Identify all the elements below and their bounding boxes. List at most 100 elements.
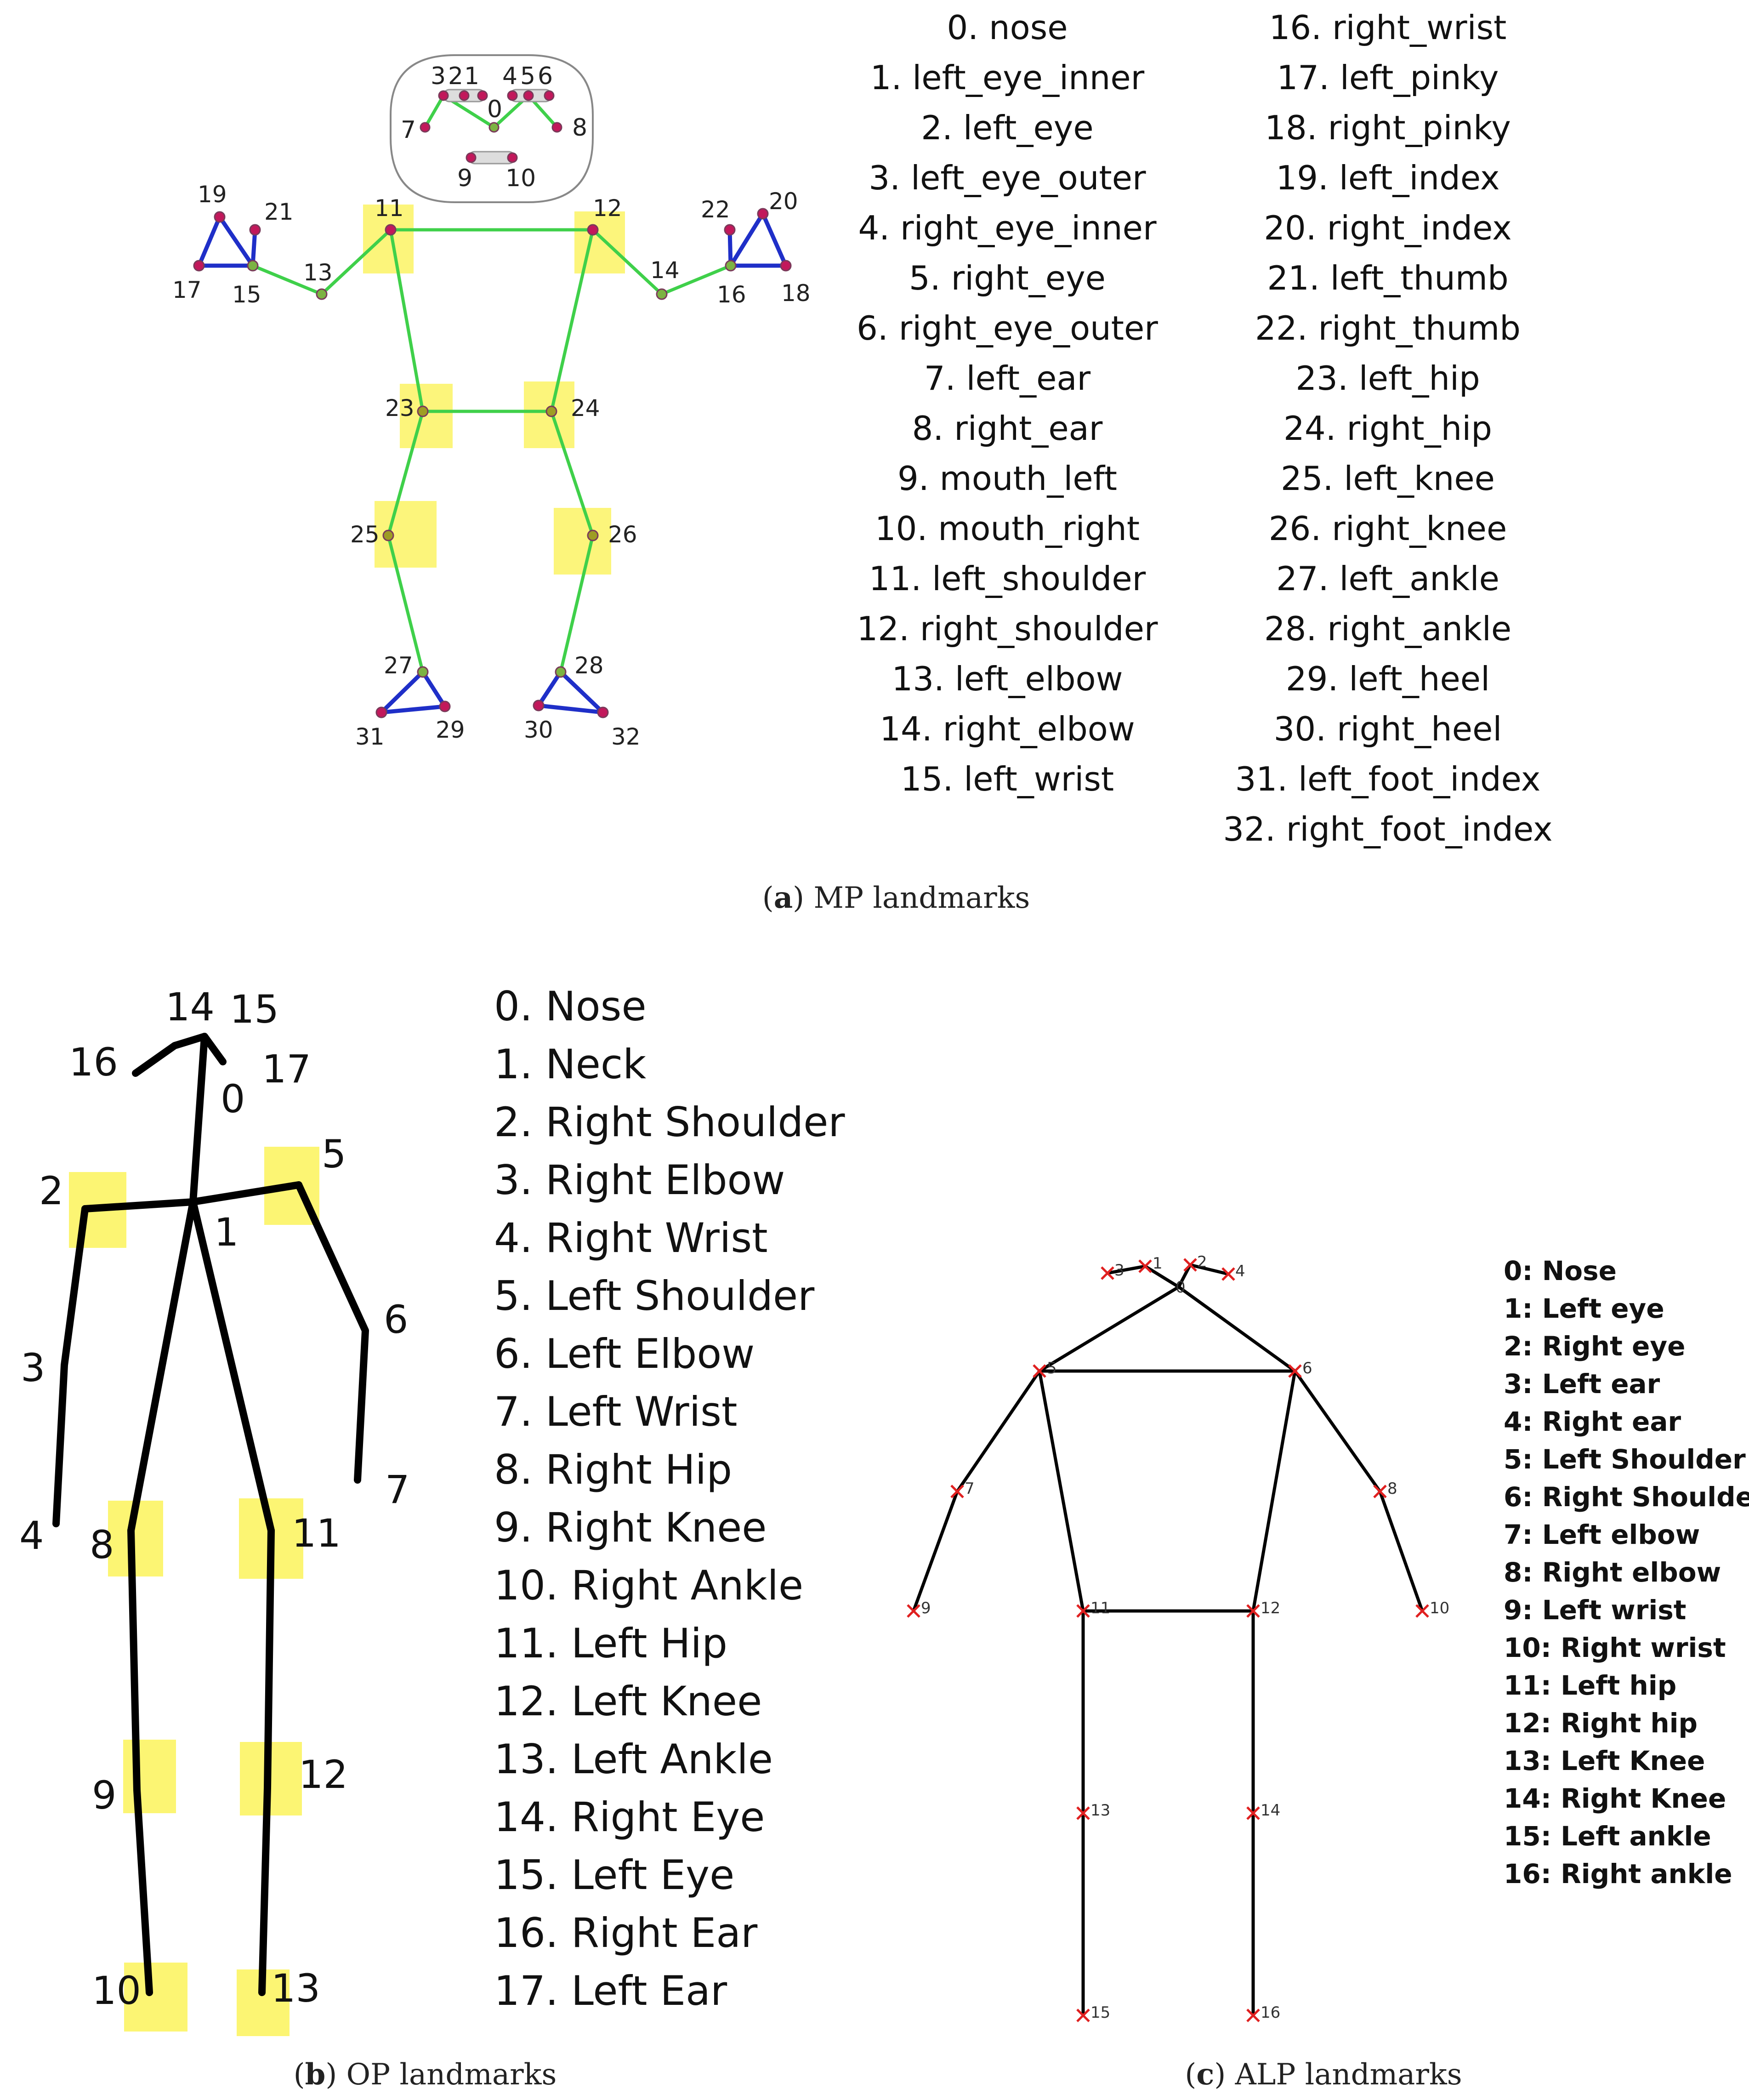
mp-list-item: 21. left_thumb xyxy=(1267,259,1508,297)
mp-label-11: 11 xyxy=(375,195,404,222)
alp-list-item: 1: Left eye xyxy=(1504,1293,1664,1324)
mp-list-item: 15. left_wrist xyxy=(901,760,1114,798)
mp-hand-foot xyxy=(197,211,788,715)
mp-list-item: 16. right_wrist xyxy=(1269,8,1507,47)
mp-list-item: 26. right_knee xyxy=(1269,509,1507,548)
face-outline xyxy=(390,54,594,203)
op-label-16: 16 xyxy=(69,1040,118,1085)
alp-list-item: 9: Left wrist xyxy=(1504,1594,1687,1626)
alp-list-item: 14: Right Knee xyxy=(1504,1783,1726,1814)
mp-label-0: 0 xyxy=(487,96,502,123)
op-bones xyxy=(52,1033,369,1996)
alp-label-8: 8 xyxy=(1387,1480,1397,1498)
alp-label-3: 3 xyxy=(1114,1261,1124,1280)
mp-label-7: 7 xyxy=(401,116,416,144)
mp-list-item: 25. left_knee xyxy=(1281,459,1495,498)
panel-a-list-col1: 0. nose 1. left_eye_inner 2. left_eye 3.… xyxy=(857,8,1158,798)
alp-list-item: 4: Right ear xyxy=(1504,1406,1681,1437)
op-list-item: 4. Right Wrist xyxy=(494,1214,768,1262)
mp-body-labels: 11 12 13 14 15 16 17 18 19 20 21 22 23 2… xyxy=(172,181,811,750)
mp-list-item: 8. right_ear xyxy=(912,409,1103,448)
alp-label-16: 16 xyxy=(1261,2003,1280,2022)
mp-label-20: 20 xyxy=(769,188,798,215)
mp-list-item: 5. right_eye xyxy=(909,259,1106,297)
op-label-4: 4 xyxy=(19,1513,44,1558)
mp-label-17: 17 xyxy=(172,277,202,303)
op-list-item: 9. Right Knee xyxy=(494,1504,767,1551)
mp-list-item: 9. mouth_left xyxy=(897,459,1117,498)
alp-list-item: 5: Left Shoulder xyxy=(1504,1444,1746,1475)
mp-face-labels: 3 2 1 4 5 6 0 7 8 9 10 xyxy=(401,63,587,192)
mp-label-9: 9 xyxy=(457,165,472,192)
mp-label-19: 19 xyxy=(198,181,227,208)
mp-bones xyxy=(251,94,733,674)
mp-list-item: 22. right_thumb xyxy=(1255,309,1521,347)
mp-list-item: 2. left_eye xyxy=(921,108,1093,147)
alp-label-13: 13 xyxy=(1090,1801,1110,1820)
mp-list-item: 17. left_pinky xyxy=(1277,58,1499,97)
mp-label-10: 10 xyxy=(505,165,536,192)
mp-list-item: 6. right_eye_outer xyxy=(857,309,1158,347)
panel-c-list: 0: Nose 1: Left eye 2: Right eye 3: Left… xyxy=(1504,1255,1749,1889)
op-list-item: 16. Right Ear xyxy=(494,1909,758,1957)
panel-a-diagram: 3 2 1 4 5 6 0 7 8 9 10 11 12 13 14 15 16… xyxy=(172,54,811,750)
alp-label-11: 11 xyxy=(1090,1599,1110,1617)
op-label-11: 11 xyxy=(292,1511,341,1556)
alp-list-item: 2: Right eye xyxy=(1504,1331,1686,1362)
mp-label-29: 29 xyxy=(436,717,465,743)
mp-label-4: 4 xyxy=(502,63,517,90)
alp-label-1: 1 xyxy=(1153,1254,1163,1273)
op-label-3: 3 xyxy=(21,1345,45,1390)
mp-label-12: 12 xyxy=(593,195,622,222)
op-list-item: 11. Left Hip xyxy=(494,1620,727,1667)
op-list-item: 7. Left Wrist xyxy=(494,1388,738,1435)
op-label-8: 8 xyxy=(90,1522,114,1567)
alp-list-item: 15: Left ankle xyxy=(1504,1821,1711,1852)
op-label-14: 14 xyxy=(165,985,215,1030)
alp-label-12: 12 xyxy=(1261,1599,1280,1617)
panel-b-list: 0. Nose 1. Neck 2. Right Shoulder 3. Rig… xyxy=(494,983,845,2015)
op-list-item: 6. Left Elbow xyxy=(494,1330,755,1377)
alp-bones xyxy=(912,1263,1424,2017)
mp-list-item: 10. mouth_right xyxy=(875,509,1140,548)
mp-list-item: 1. left_eye_inner xyxy=(870,58,1145,97)
mp-label-6: 6 xyxy=(538,63,553,90)
mp-label-31: 31 xyxy=(355,723,385,750)
mp-list-item: 32. right_foot_index xyxy=(1223,810,1552,848)
mp-label-26: 26 xyxy=(608,521,637,548)
mp-label-15: 15 xyxy=(232,281,261,308)
op-label-12: 12 xyxy=(299,1752,348,1797)
mp-list-item: 20. right_index xyxy=(1264,209,1512,247)
alp-label-0: 0 xyxy=(1175,1278,1186,1297)
alp-list-item: 8: Right elbow xyxy=(1504,1557,1721,1588)
alp-label-15: 15 xyxy=(1090,2003,1110,2022)
alp-label-10: 10 xyxy=(1430,1599,1449,1617)
panel-a-list-col2: 16. right_wrist 17. left_pinky 18. right… xyxy=(1223,8,1552,848)
mp-list-item: 28. right_ankle xyxy=(1264,609,1511,648)
alp-list-item: 7: Left elbow xyxy=(1504,1519,1700,1550)
mp-list-item: 0. nose xyxy=(947,8,1068,47)
mp-list-item: 12. right_shoulder xyxy=(857,609,1158,648)
alp-label-7: 7 xyxy=(965,1480,975,1498)
mp-label-22: 22 xyxy=(701,196,730,223)
op-list-item: 3. Right Elbow xyxy=(494,1156,785,1204)
op-label-2: 2 xyxy=(39,1168,63,1213)
op-label-9: 9 xyxy=(92,1773,116,1818)
op-label-13: 13 xyxy=(271,1966,320,2011)
op-highlights xyxy=(69,1147,319,2036)
mp-label-14: 14 xyxy=(650,257,680,284)
op-list-item: 17. Left Ear xyxy=(494,1967,727,2015)
mp-list-item: 31. left_foot_index xyxy=(1235,760,1541,798)
mp-label-21: 21 xyxy=(264,199,294,225)
panel-b-diagram: 0 1 2 3 4 5 6 7 8 9 10 11 12 13 14 15 16… xyxy=(19,985,409,2036)
alp-label-5: 5 xyxy=(1047,1359,1057,1377)
panel-c-diagram: 0 1 2 3 4 5 6 7 8 9 10 11 12 13 14 15 16 xyxy=(907,1253,1449,2022)
mp-label-18: 18 xyxy=(781,280,811,307)
mp-list-item: 23. left_hip xyxy=(1295,359,1480,398)
op-label-0: 0 xyxy=(221,1076,245,1121)
mp-list-item: 13. left_elbow xyxy=(892,660,1123,698)
mp-label-16: 16 xyxy=(717,281,746,308)
mp-label-27: 27 xyxy=(384,652,413,679)
caption-b: (b) OP landmarks xyxy=(294,2057,557,2092)
